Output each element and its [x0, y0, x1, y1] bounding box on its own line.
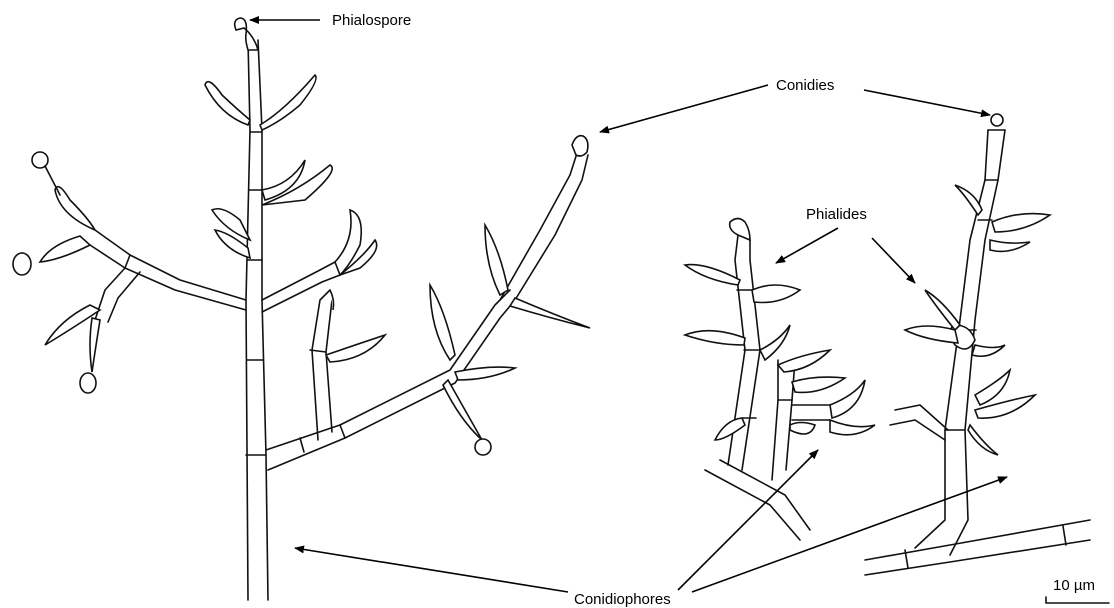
scale-bar: 10 µm: [1046, 577, 1109, 603]
label-conidiophores: Conidiophores: [574, 591, 671, 608]
arrow-conidiophores-left: [295, 548, 568, 592]
scale-label: 10 µm: [1053, 577, 1095, 594]
label-conidies: Conidies: [776, 77, 834, 94]
arrow-conidies-left: [600, 85, 768, 132]
right-conidiophore: [865, 114, 1090, 575]
left-conidiophore: [13, 18, 590, 600]
label-phialospore: Phialospore: [332, 12, 411, 29]
middle-conidiophore: [685, 219, 875, 541]
annotation-arrows: [250, 20, 1007, 592]
arrow-phialides-right: [872, 238, 915, 283]
arrow-conidiophores-mid: [678, 450, 818, 590]
arrow-phialides-left: [776, 228, 838, 263]
label-phialides: Phialides: [806, 206, 867, 223]
arrow-conidies-right: [864, 90, 990, 115]
